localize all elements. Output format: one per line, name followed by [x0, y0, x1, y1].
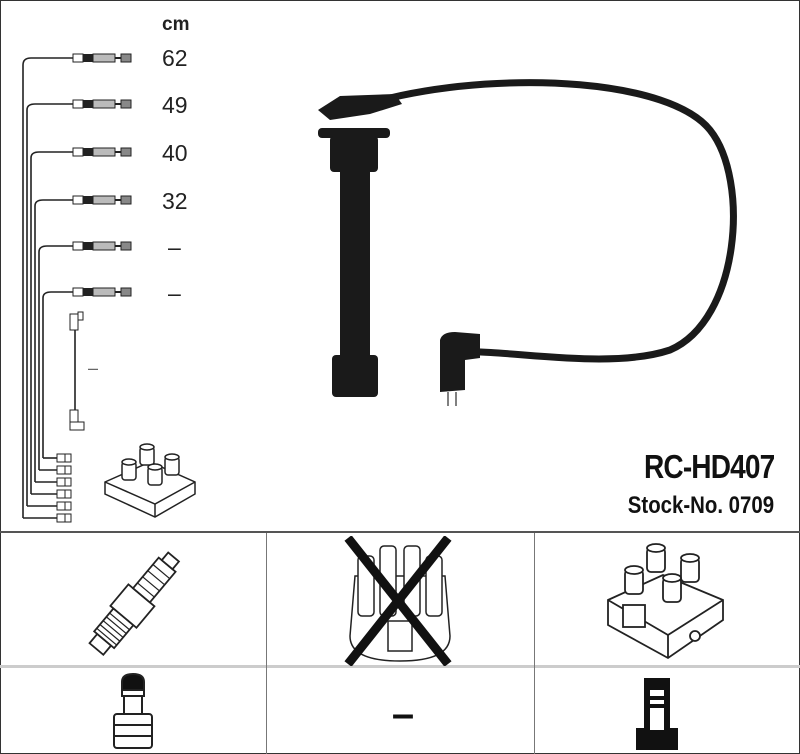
coil-terminal-icon [636, 678, 678, 750]
lead-length-4: 32 [162, 188, 188, 214]
plug-terminal-icon [113, 672, 153, 749]
part-number: RC-HD407 [643, 448, 775, 485]
lead-length-3: 40 [162, 140, 188, 166]
lead-length-1: 62 [162, 45, 188, 71]
stock-number: Stock-No. 0709 [627, 492, 774, 519]
unit-label: cm [162, 14, 190, 35]
ignition-cable-photo [318, 79, 737, 406]
lead-schematic [22, 53, 132, 523]
coil-small-icon [104, 443, 196, 518]
divider-middle [0, 665, 800, 668]
divider-top [0, 531, 800, 533]
spark-plug-icon [88, 551, 181, 657]
lead-length-5: – [168, 234, 181, 260]
lead-length-6: – [168, 280, 181, 306]
divider-col-2 [534, 533, 535, 754]
middle-connector-dash: – [391, 692, 415, 736]
ignition-coil-icon [607, 543, 724, 660]
distributor-cap-icon [344, 536, 452, 666]
lead-length-7: – [88, 358, 99, 378]
divider-col-1 [266, 533, 267, 754]
lead-length-2: 49 [162, 92, 188, 118]
